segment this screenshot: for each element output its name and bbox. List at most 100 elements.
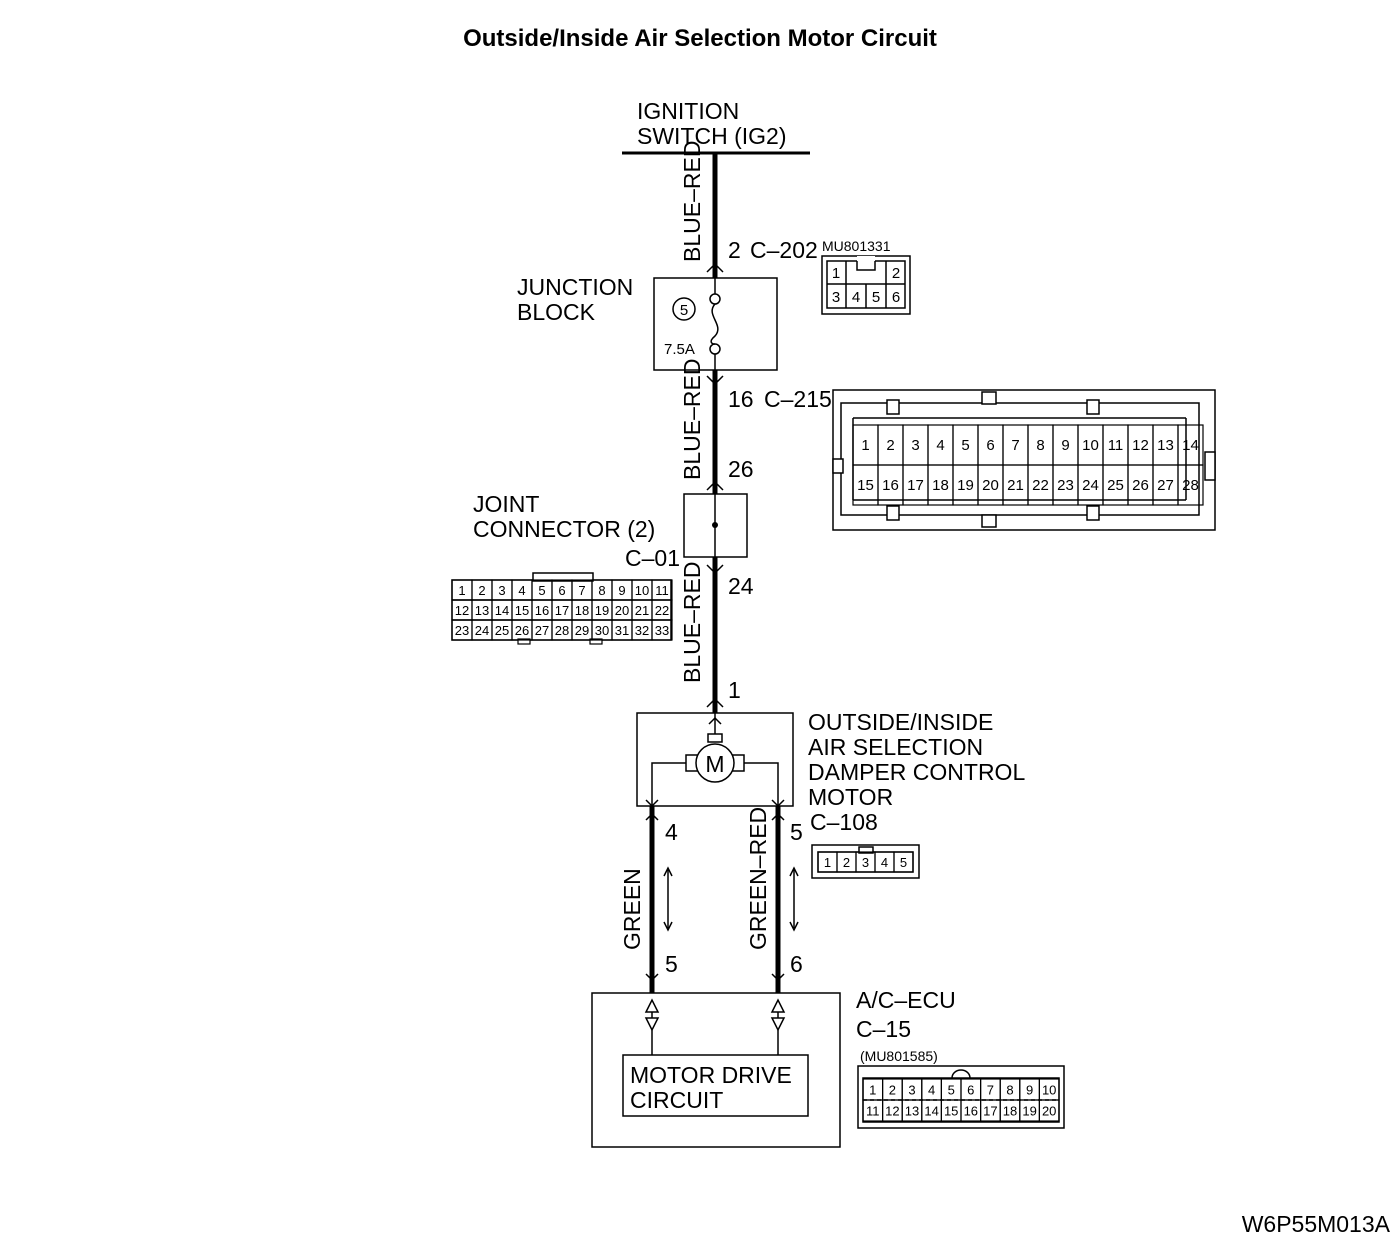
fuse-element	[710, 303, 719, 345]
wire-color-2: BLUE–RED	[679, 359, 705, 480]
c15-pin-label: 15	[944, 1104, 958, 1119]
c01-pin-label: 11	[655, 583, 669, 598]
c215-pin-label: 27	[1157, 477, 1174, 494]
junction-in-pin: 2	[728, 237, 741, 263]
ignition-label-line1: IGNITION	[637, 98, 739, 124]
motor-pin-a: 4	[665, 819, 678, 845]
c01-pin-label: 2	[478, 583, 485, 598]
c15-pin-label: 8	[1006, 1083, 1013, 1098]
ignition-label-line2: SWITCH (IG2)	[637, 123, 787, 149]
motor-symbol-circle	[695, 743, 735, 783]
c01-pin-label: 12	[455, 603, 469, 618]
c215-pin-label: 10	[1082, 437, 1099, 454]
c01-pin-label: 21	[635, 603, 649, 618]
wire-color-3: BLUE–RED	[679, 562, 705, 683]
c215-pin-label: 25	[1107, 477, 1124, 494]
ecu-conn: C–15	[856, 1016, 911, 1042]
motor-symbol: M	[705, 751, 724, 777]
c215-pin-label: 4	[936, 437, 944, 454]
c215-pin-label: 28	[1182, 477, 1199, 494]
c01-pin-label: 29	[575, 623, 589, 638]
c01-pin-label: 6	[558, 583, 565, 598]
c215-pin-label: 3	[911, 437, 919, 454]
motor-label-line3: DAMPER CONTROL	[808, 759, 1025, 785]
c215-pin-label: 13	[1157, 437, 1174, 454]
motor-pin-b: 5	[790, 819, 803, 845]
c215-pin-label: 15	[857, 477, 874, 494]
c01-pin-label: 20	[615, 603, 629, 618]
c108-pin-label: 1	[824, 855, 831, 870]
c215-pin-label: 21	[1007, 477, 1024, 494]
connector-chevron	[706, 262, 724, 273]
c15-pin-label: 9	[1026, 1083, 1033, 1098]
c202-cell: 4	[852, 289, 860, 306]
fuse-number: 5	[680, 302, 688, 319]
connector-chevron	[645, 973, 659, 982]
c215-pin-label: 17	[907, 477, 924, 494]
c215-pin-label: 16	[882, 477, 899, 494]
c01-connector-face	[451, 572, 672, 645]
c15-pin-label: 4	[928, 1083, 935, 1098]
motor-in-pin: 1	[728, 677, 741, 703]
c15-pin-label: 6	[967, 1083, 974, 1098]
c215-pin-label: 22	[1032, 477, 1049, 494]
c215-pin-label: 2	[886, 437, 894, 454]
c215-pin-label: 23	[1057, 477, 1074, 494]
c01-pin-label: 22	[655, 603, 669, 618]
c01-pin-label: 1	[458, 583, 465, 598]
c01-pin-label: 32	[635, 623, 649, 638]
ecu-part-number: (MU801585)	[860, 1048, 938, 1064]
c108-cell-border	[893, 851, 914, 873]
c15-pin-label: 5	[948, 1083, 955, 1098]
motor-label-line2: AIR SELECTION	[808, 734, 983, 760]
c01-pin-label: 17	[555, 603, 569, 618]
c215-connector-face	[832, 389, 1216, 531]
c15-pin-label: 7	[987, 1083, 994, 1098]
c01-pin-label: 3	[498, 583, 505, 598]
junction-out-pin: 16	[728, 386, 754, 412]
junction-out-conn: C–215	[764, 386, 832, 412]
signal-direction-arrow	[789, 866, 799, 932]
ecu-io-symbol	[644, 998, 660, 1055]
c215-pin-label: 5	[961, 437, 969, 454]
motor-drive-circuit-box	[622, 1054, 809, 1117]
joint-label-line1: JOINT	[473, 491, 539, 517]
diagram-title: Outside/Inside Air Selection Motor Circu…	[463, 25, 937, 52]
motor-conn: C–108	[810, 809, 878, 835]
c215-pin-label: 26	[1132, 477, 1149, 494]
c01-pin-label: 19	[595, 603, 609, 618]
c01-pin-label: 33	[655, 623, 669, 638]
c215-pin-label: 12	[1132, 437, 1149, 454]
ecu-label: A/C–ECU	[856, 987, 956, 1013]
joint-conn: C–01	[625, 545, 680, 571]
c15-pin-label: 12	[885, 1104, 899, 1119]
c215-pin-label: 6	[986, 437, 994, 454]
c202-cell: 5	[872, 289, 880, 306]
c01-pin-label: 18	[575, 603, 589, 618]
c202-connector-face	[821, 255, 911, 315]
connector-chevron	[771, 973, 785, 982]
ecu-pin-b: 6	[790, 951, 803, 977]
c01-pin-label: 23	[455, 623, 469, 638]
c01-pin-label: 24	[475, 623, 489, 638]
c01-pin-label: 4	[518, 583, 525, 598]
c215-pin-label: 9	[1061, 437, 1069, 454]
c01-pin-label: 10	[635, 583, 649, 598]
junction-in-conn: C–202	[750, 237, 818, 263]
c215-pin-label: 19	[957, 477, 974, 494]
c01-pin-label: 7	[578, 583, 585, 598]
fuse-number-circle	[672, 297, 696, 321]
c15-pin-label: 1	[869, 1083, 876, 1098]
c15-pin-label: 17	[983, 1104, 997, 1119]
c15-pin-label: 3	[908, 1083, 915, 1098]
c202-part-number: MU801331	[822, 238, 891, 254]
c15-pin-label: 13	[905, 1104, 919, 1119]
joint-in-pin: 26	[728, 456, 754, 482]
motor-label-line4: MOTOR	[808, 784, 893, 810]
c01-pin-label: 25	[495, 623, 509, 638]
wire-color-5: GREEN–RED	[745, 807, 771, 950]
